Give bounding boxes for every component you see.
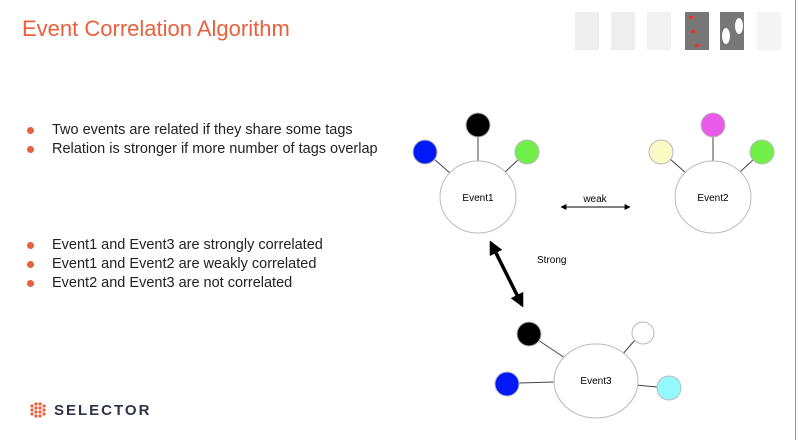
- selector-logo: SELECTOR: [28, 400, 151, 420]
- tag-black: [516, 321, 542, 347]
- bullet-list-conclusions: Event1 and Event3 are strongly correlate…: [22, 236, 323, 293]
- logo-dots-icon: [30, 402, 46, 418]
- pipeline-thumbnail: [565, 4, 793, 60]
- tag-cyan: [656, 375, 682, 401]
- event1-label: Event1: [462, 193, 494, 204]
- bullet-item: Event2 and Event3 are not correlated: [22, 274, 323, 293]
- bullet-item: Relation is stronger if more number of t…: [22, 140, 378, 159]
- bullet-item: Two events are related if they share som…: [22, 121, 378, 140]
- event2-label: Event2: [697, 193, 729, 204]
- tag-blue: [412, 139, 438, 165]
- logo-text: SELECTOR: [54, 401, 152, 419]
- tag-magenta: [700, 112, 726, 138]
- tag-green: [749, 139, 775, 165]
- slide-title: Event Correlation Algorithm: [22, 16, 290, 41]
- strong-arrow: [489, 240, 524, 308]
- tag-white: [631, 321, 655, 345]
- event3-node: [553, 343, 639, 419]
- weak-label: weak: [582, 194, 607, 205]
- tag-yellow: [648, 139, 674, 165]
- strong-label: Strong: [537, 255, 566, 266]
- bullet-item: Event1 and Event3 are strongly correlate…: [22, 236, 323, 255]
- bullet-item: Event1 and Event2 are weakly correlated: [22, 255, 323, 274]
- event2-node: [674, 160, 752, 234]
- slide-edge: [795, 0, 796, 440]
- bullet-list-principles: Two events are related if they share som…: [22, 121, 378, 159]
- tag-black: [465, 112, 491, 138]
- event1-node: [439, 160, 517, 234]
- tag-blue: [494, 371, 520, 397]
- tag-green: [514, 139, 540, 165]
- event3-label: Event3: [580, 376, 612, 387]
